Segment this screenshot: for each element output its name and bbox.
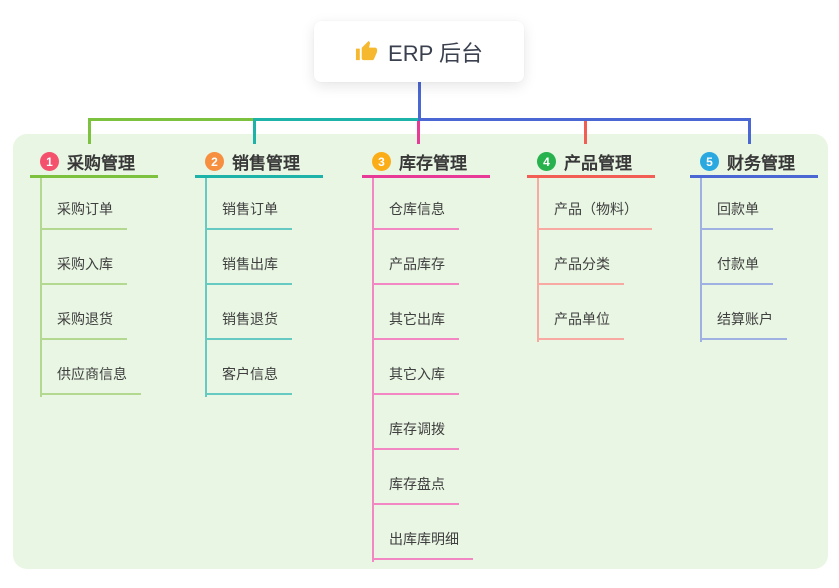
branch-number-badge: 2 (205, 152, 224, 171)
branch-title-inventory[interactable]: 3 库存管理 (362, 148, 490, 178)
branch-title-sales[interactable]: 2 销售管理 (195, 148, 323, 178)
child-node[interactable]: 产品（物料） (537, 199, 652, 230)
branch-title-label: 库存管理 (399, 154, 467, 173)
child-node[interactable]: 采购订单 (40, 199, 127, 230)
branch-title-label: 采购管理 (67, 154, 135, 173)
child-node[interactable]: 仓库信息 (372, 199, 459, 230)
thumbs-up-icon (355, 40, 378, 61)
spine-purchase (40, 178, 42, 397)
child-node[interactable]: 产品分类 (537, 254, 624, 285)
drop-inventory (417, 121, 420, 144)
drop-finance (748, 118, 751, 144)
child-node[interactable]: 库存盘点 (372, 474, 459, 505)
branch-title-label: 销售管理 (232, 154, 300, 173)
child-node[interactable]: 销售订单 (205, 199, 292, 230)
spine-finance (700, 178, 702, 342)
drop-sales (253, 118, 256, 144)
spine-sales (205, 178, 207, 397)
child-node[interactable]: 供应商信息 (40, 364, 141, 395)
rail-sales (253, 118, 418, 121)
child-node[interactable]: 结算账户 (700, 309, 787, 340)
child-node[interactable]: 产品单位 (537, 309, 624, 340)
spine-product (537, 178, 539, 342)
spine-inventory (372, 178, 374, 562)
rail-purchase (88, 118, 253, 121)
children-inventory: 仓库信息 产品库存 其它出库 其它入库 库存调拨 库存盘点 出库库明细 (372, 175, 473, 560)
child-node[interactable]: 销售出库 (205, 254, 292, 285)
child-node[interactable]: 销售退货 (205, 309, 292, 340)
branch-title-product[interactable]: 4 产品管理 (527, 148, 655, 178)
child-node[interactable]: 付款单 (700, 254, 773, 285)
child-node[interactable]: 库存调拨 (372, 419, 459, 450)
branch-title-purchase[interactable]: 1 采购管理 (30, 148, 158, 178)
child-node[interactable]: 采购退货 (40, 309, 127, 340)
child-node[interactable]: 回款单 (700, 199, 773, 230)
children-product: 产品（物料） 产品分类 产品单位 (537, 175, 652, 340)
branch-number-badge: 1 (40, 152, 59, 171)
branch-title-label: 财务管理 (727, 154, 795, 173)
root-node[interactable]: ERP 后台 (314, 21, 524, 82)
children-purchase: 采购订单 采购入库 采购退货 供应商信息 (40, 175, 141, 395)
branch-title-finance[interactable]: 5 财务管理 (690, 148, 818, 178)
root-title: ERP 后台 (388, 40, 483, 66)
drop-purchase (88, 118, 91, 144)
child-node[interactable]: 其它入库 (372, 364, 459, 395)
child-node[interactable]: 出库库明细 (372, 529, 473, 560)
child-node[interactable]: 其它出库 (372, 309, 459, 340)
children-sales: 销售订单 销售出库 销售退货 客户信息 (205, 175, 292, 395)
child-node[interactable]: 采购入库 (40, 254, 127, 285)
child-node[interactable]: 产品库存 (372, 254, 459, 285)
branch-number-badge: 3 (372, 152, 391, 171)
branch-title-label: 产品管理 (564, 154, 632, 173)
branch-number-badge: 4 (537, 152, 556, 171)
drop-product (584, 121, 587, 144)
branch-number-badge: 5 (700, 152, 719, 171)
root-connector-line (418, 82, 421, 121)
child-node[interactable]: 客户信息 (205, 364, 292, 395)
children-finance: 回款单 付款单 结算账户 (700, 175, 787, 340)
branches-panel (13, 134, 828, 569)
rail-finance (418, 118, 751, 121)
